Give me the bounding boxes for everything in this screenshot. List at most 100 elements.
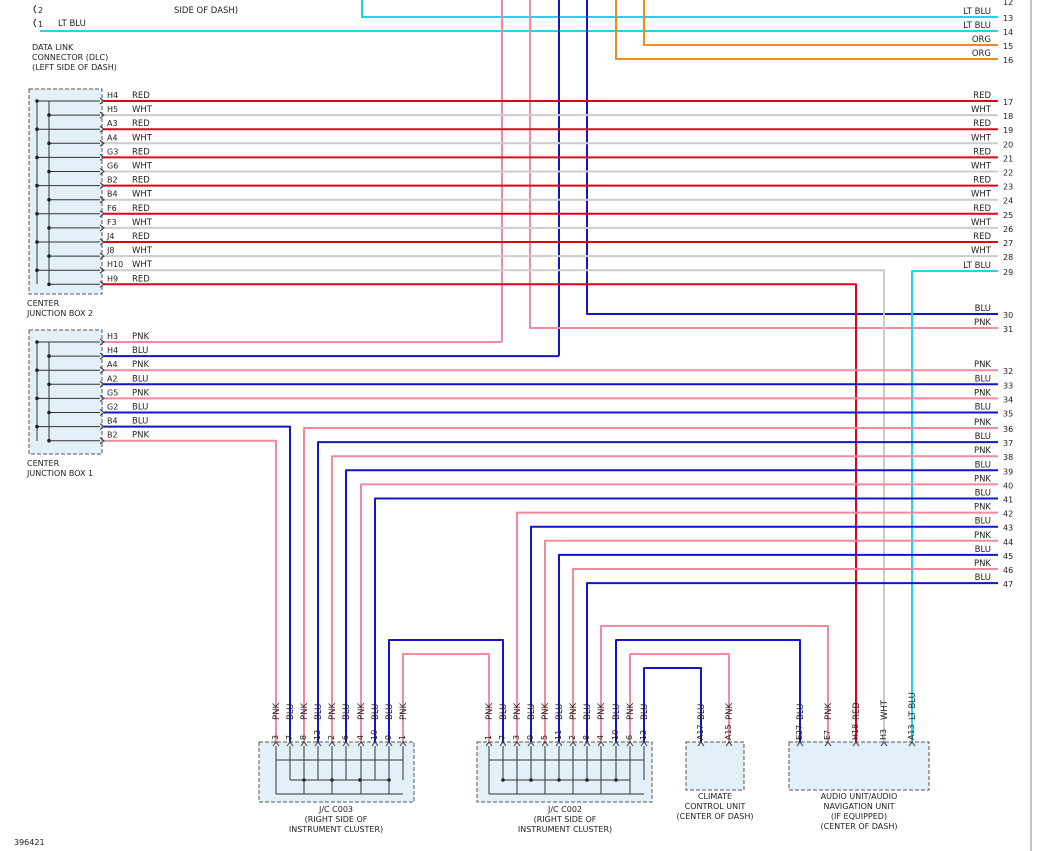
connector-arrow-icon [555,741,563,747]
wire-12-num: 12 [1003,0,1013,7]
jb2-pin-f3-color: WHT [132,218,153,228]
wire-36-color: PNK [974,418,991,428]
connector-arrow-icon [328,741,336,747]
jb2-pin-g3-color: RED [132,147,150,157]
jb2-pin-g3-label: G3 [107,147,118,156]
jc-c002-pin-4: 4 [596,735,605,740]
audio-navigation-unit [788,741,930,791]
connector-arrow-icon [99,182,105,189]
jc-c002-pin-6: 6 [625,735,634,740]
wire-21-color: RED [973,147,991,157]
wire-30 [586,0,998,315]
wire-19-num: 19 [1003,126,1013,135]
connector-arrow-icon [99,97,105,105]
connector-arrow-icon [499,741,507,747]
jb2-pin-h5-color: WHT [132,105,153,115]
wire-43-num: 43 [1003,524,1013,533]
wire-21-num: 21 [1003,154,1013,163]
jc-c002-pin-2-color: PNK [569,703,579,720]
jc-c002-pin-3-color: PNK [513,703,523,720]
wire-42 [516,511,998,742]
dlc-pin-1: 1 [38,20,43,29]
jc-c003-box [258,741,415,803]
jb1-pin-g2-label: G2 [107,403,118,412]
wire-28-color: WHT [971,246,992,256]
wire-46 [572,568,998,742]
wire-15-color: ORG [972,35,991,45]
jb2-pin-f6-label: F6 [107,204,117,213]
wire-c002-4-to-audio-e7 [600,625,829,742]
jc-c002-pin-10-color: BLU [612,704,622,720]
jb1-pin-b4-junction [35,424,39,429]
dlc-caption: CONNECTOR (DLC) [32,53,108,62]
jc-c003-pin-3-color: PNK [272,703,282,720]
wire-36 [303,427,998,742]
audio-pin-A13: A13 [907,724,916,740]
jb2-pin-h4-color: RED [132,91,150,101]
components-layer [28,0,1032,851]
audio-pin-H3-color: WHT [880,699,890,720]
jb2-pin-h9-label: H9 [107,274,118,283]
jc-c002-pin-11: 11 [554,730,563,740]
connector-arrow-icon [725,741,733,747]
wire-13-color: LT BLU [963,7,991,17]
connector-arrow-icon [880,741,888,747]
wire-31-color: PNK [974,318,991,328]
jb2-pin-b2-junction [35,183,39,188]
wire-42-color: PNK [974,503,991,513]
jb1-pin-g2-junction [47,410,51,415]
connector-arrow-icon [371,741,379,747]
wire-20-num: 20 [1003,140,1013,149]
connector-arrow-icon [697,741,705,747]
jb2-pin-h9-color: RED [132,274,150,284]
dlc-top-note: SIDE OF DASH) [174,6,238,16]
jc-c003-pin-12-color: BLU [314,704,324,720]
jb2-pin-j8-junction [47,254,51,258]
connector-arrow-icon [99,111,105,119]
wire-31-num: 31 [1003,325,1013,334]
jb2-pin-b4-label: B4 [107,190,118,199]
jb2-caption: JUNCTION BOX 2 [26,309,93,318]
audio-caption: AUDIO UNIT/AUDIO [821,792,898,801]
jb1-pin-a2-label: A2 [107,374,118,383]
connector-arrow-icon [824,741,832,747]
jb2-pin-f3-junction [47,226,51,230]
wire-40-num: 40 [1003,481,1013,490]
climate-pin-A17: A17 [696,724,705,740]
wire-41 [374,497,998,742]
jb1-pin-b2-label: B2 [107,431,118,440]
wire-35-color: BLU [975,403,991,413]
wire-47-color: BLU [975,573,991,583]
jc-c003-pin-4-color: PNK [357,703,367,720]
jc-c002-caption: (RIGHT SIDE OF [534,815,597,824]
wire-41-color: BLU [975,489,991,499]
jb2-pin-h4-junction [35,99,39,103]
jb1-pin-g5-color: PNK [132,388,149,398]
wire-18-num: 18 [1003,112,1013,121]
jc-c003-caption: INSTRUMENT CLUSTER) [289,825,383,834]
connector-arrow-icon [485,741,493,747]
jb2-pin-j4-color: RED [132,232,150,242]
wire-16 [615,0,998,60]
jc-c002-junction [501,778,505,782]
wire-46-num: 46 [1003,566,1013,575]
jc-c003-pin-7: 7 [285,735,294,740]
wire-34-num: 34 [1003,395,1013,404]
jb1-pin-b4-label: B4 [107,417,118,426]
connector-arrow-icon [99,423,105,430]
jb2-pin-a3-color: RED [132,119,150,129]
jc-c002-pin-12-color: BLU [640,704,650,720]
jc-c002-junction [529,778,533,782]
wire-33-color: BLU [975,374,991,384]
wire-16-color: ORG [972,49,991,59]
wire-jb2-h9-to-audio-h18 [104,283,857,742]
jb1-pin-a2-junction [47,382,51,387]
wire-47-num: 47 [1003,580,1013,589]
jc-c003-pin-4: 4 [356,735,365,740]
jb2-pin-j4-label: J4 [106,232,114,241]
wire-c002-12-to-climate-a17 [643,667,702,742]
climate-caption: (CENTER OF DASH) [677,812,754,821]
jb2-pin-g6-junction [47,169,51,174]
jb2-pin-h4-label: H4 [107,91,118,100]
jb1-pin-a2-color: BLU [132,374,148,384]
